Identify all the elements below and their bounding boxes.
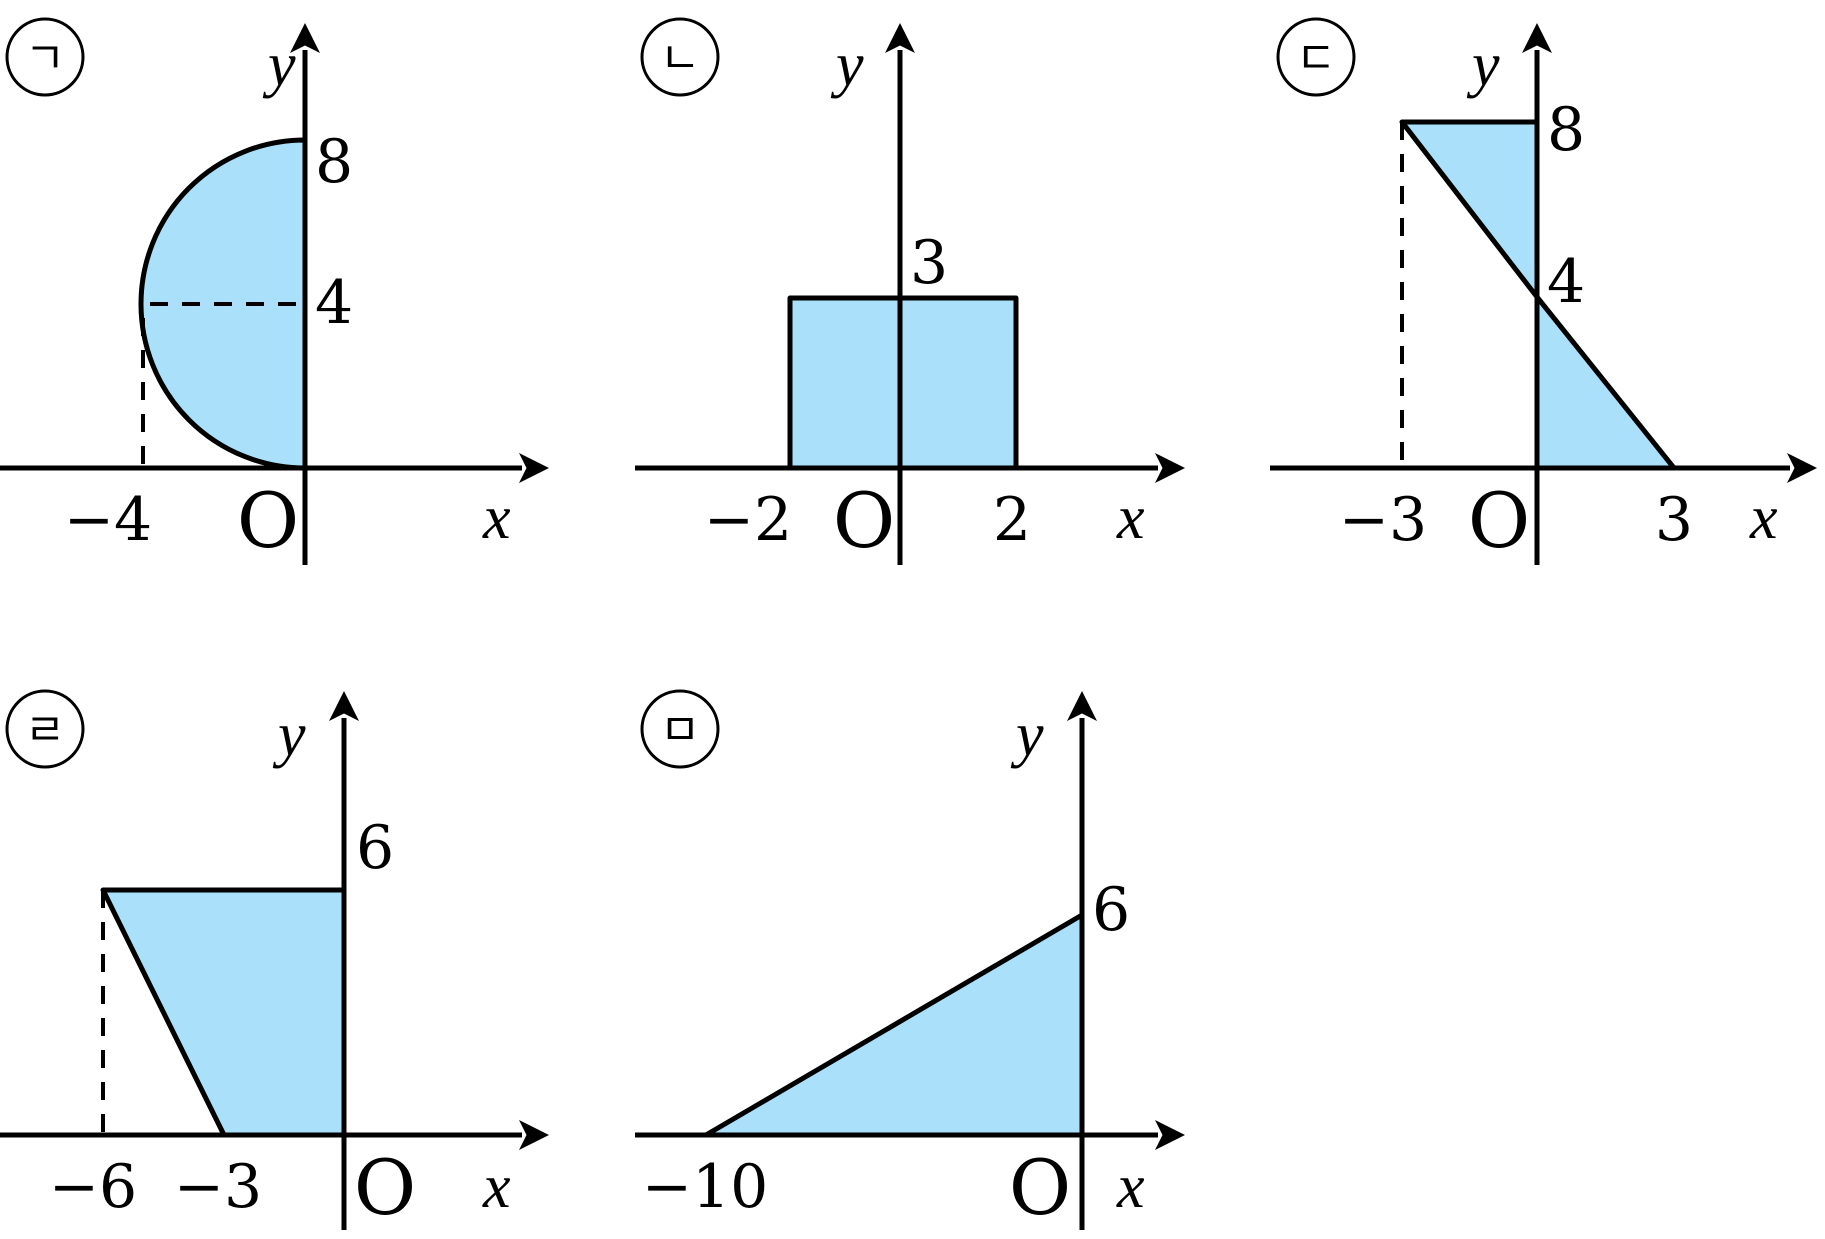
badge-circle xyxy=(5,689,85,769)
y-axis-label: y xyxy=(272,701,306,769)
y-axis-label: y xyxy=(1010,701,1044,769)
badge-label: ㄱ xyxy=(25,33,65,84)
origin-label: O xyxy=(1468,476,1530,565)
y-axis-label: y xyxy=(262,31,296,99)
x-axis-label: x xyxy=(1116,484,1145,552)
x-axis-label: x xyxy=(1749,484,1778,552)
tick-label-y-mid: 4 xyxy=(315,268,353,338)
panel-4: ㄹ y x O −6 −3 6 xyxy=(0,689,549,1232)
badge-label: ㄷ xyxy=(1296,33,1336,84)
panel-5: ㅁ y x O −10 6 xyxy=(635,689,1185,1232)
tick-label-neg-x: −10 xyxy=(642,1152,769,1222)
badge-label: ㅁ xyxy=(660,705,700,756)
origin-label: O xyxy=(833,476,895,565)
tick-label-y-top: 3 xyxy=(910,228,948,298)
trapezoid-region xyxy=(100,887,347,1138)
origin-label: O xyxy=(1009,1143,1071,1232)
rectangle-region xyxy=(787,295,1019,471)
origin-label: O xyxy=(354,1143,416,1232)
y-axis-label: y xyxy=(830,31,864,99)
tick-label-neg-x: −2 xyxy=(704,485,792,555)
tick-label-neg-x: −3 xyxy=(1339,485,1427,555)
panel-1: ㄱ y x O −4 8 4 xyxy=(0,17,549,565)
tick-label-y-top: 6 xyxy=(356,813,394,883)
badge-circle xyxy=(640,17,720,97)
tick-label-y-mid: 4 xyxy=(1547,247,1585,317)
badge-circle xyxy=(640,689,720,769)
panel-2: ㄴ y x O −2 2 3 xyxy=(635,17,1185,565)
tick-label-neg-x: −4 xyxy=(64,485,152,555)
badge-label: ㄴ xyxy=(660,33,700,84)
tick-label-y-top: 6 xyxy=(1092,875,1130,945)
tick-label-y-top: 8 xyxy=(315,127,353,197)
x-axis-label: x xyxy=(482,1153,511,1221)
panel-3: ㄷ y x O −3 3 8 4 xyxy=(1270,17,1817,565)
badge-label: ㄹ xyxy=(25,705,65,756)
tick-label-neg-x-near: −3 xyxy=(174,1152,262,1222)
tick-label-pos-x: 2 xyxy=(993,485,1031,555)
x-axis-label: x xyxy=(1116,1153,1145,1221)
triangle-region xyxy=(703,912,1085,1138)
badge-circle xyxy=(1276,17,1356,97)
tick-label-pos-x: 3 xyxy=(1655,485,1693,555)
tick-label-y-top: 8 xyxy=(1547,95,1585,165)
x-axis-label: x xyxy=(482,484,511,552)
badge-circle xyxy=(5,17,85,97)
lower-triangle-region xyxy=(1534,294,1677,471)
y-axis-label: y xyxy=(1466,31,1500,99)
upper-triangle-region xyxy=(1399,119,1540,300)
tick-label-neg-x-far: −6 xyxy=(49,1152,137,1222)
origin-label: O xyxy=(237,476,299,565)
